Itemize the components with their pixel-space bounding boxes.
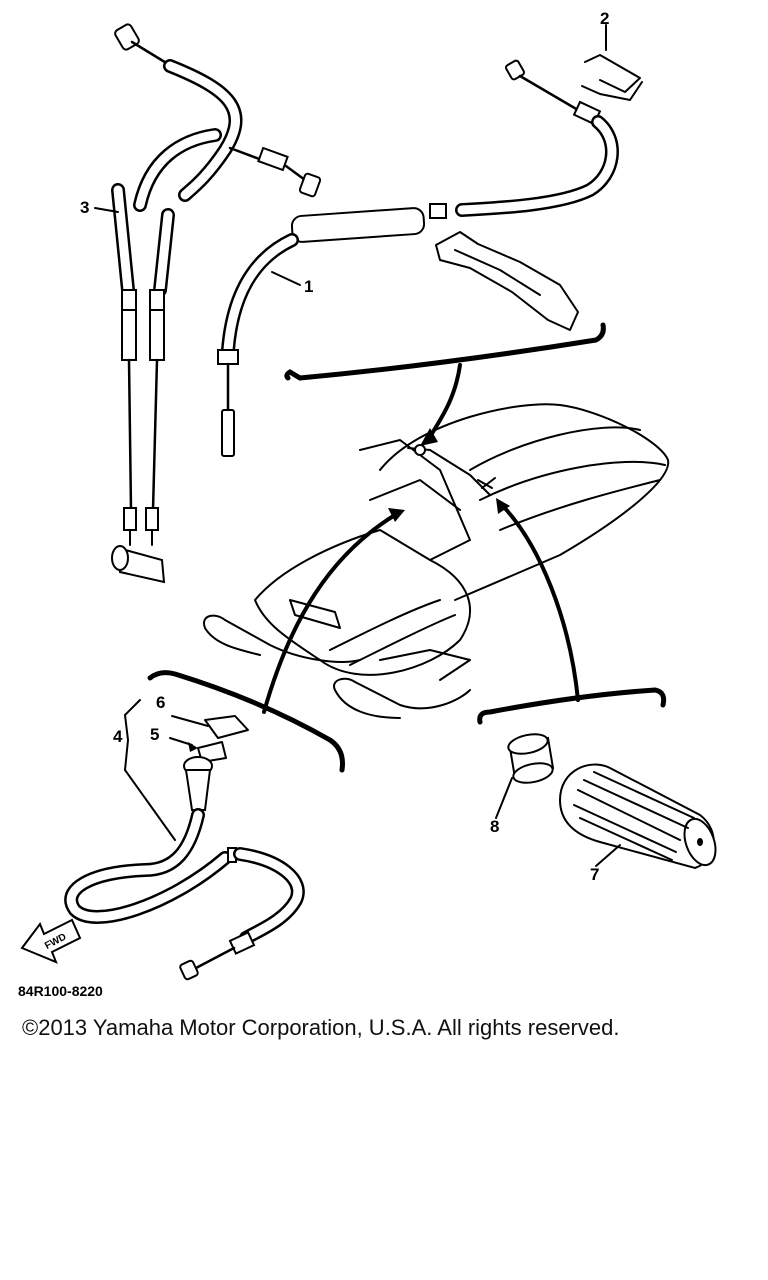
part-label-7: 7: [590, 865, 599, 884]
detail-bracket-left: [147, 670, 345, 773]
brake-lever: [435, 231, 579, 331]
forward-arrow-icon: FWD: [20, 918, 82, 964]
brake-cable: [217, 59, 619, 457]
pointer-arrows: [262, 363, 580, 714]
detail-bracket-right: [477, 687, 667, 725]
part-label-2: 2: [600, 9, 609, 28]
snowmobile-body: [203, 403, 670, 719]
part-label-3: 3: [80, 198, 89, 217]
throttle-cable-assembly: [111, 23, 322, 584]
part-label-8: 8: [490, 817, 499, 836]
speedometer-cable: [64, 715, 305, 981]
copyright-notice: ©2013 Yamaha Motor Corporation, U.S.A. A…: [22, 1015, 620, 1040]
drawing-code: 84R100-8220: [18, 983, 103, 999]
part-label-5: 5: [150, 725, 159, 744]
part-label-1: 1: [304, 277, 313, 296]
parts-diagram: FWD 1 2 3 4 5 6 7 8 84R100-8220: [18, 9, 717, 999]
handlebar-grip: [558, 763, 717, 870]
detail-bracket-top: [284, 322, 606, 381]
part-label-4: 4: [113, 727, 123, 746]
cable-clip: [581, 54, 643, 101]
grip-collar: [507, 733, 555, 784]
leader-lines: [94, 24, 621, 867]
part-label-6: 6: [156, 693, 165, 712]
